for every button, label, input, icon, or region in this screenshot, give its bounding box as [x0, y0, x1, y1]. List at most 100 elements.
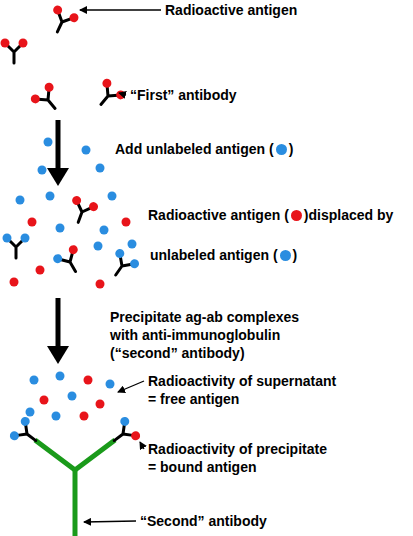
antigen-dot — [128, 258, 141, 271]
antibody — [45, 4, 80, 38]
antigen-dot — [82, 146, 91, 155]
label-text: ) — [293, 247, 298, 263]
label-line: “First” antibody — [130, 86, 237, 104]
antibody — [8, 415, 44, 451]
antigen-dot — [36, 266, 45, 275]
antigen-dot — [19, 415, 32, 428]
antigen-dot — [44, 138, 53, 147]
label-text: “First” antibody — [130, 87, 237, 103]
label-line: Radioactivity of supernatant = free anti… — [148, 372, 342, 408]
antigen-dot — [108, 192, 117, 201]
label-line: Radioactivity of precipitate = bound ant… — [148, 440, 333, 476]
antigen-dot — [30, 376, 39, 385]
antigen-dot — [88, 201, 100, 213]
label-text: )displaced by — [304, 207, 393, 223]
antibody — [91, 77, 127, 113]
antigen-dot — [67, 244, 79, 256]
antigen-dot — [80, 412, 89, 421]
label-line: unlabeled antigen () — [150, 246, 297, 264]
antibody-shape — [96, 86, 118, 109]
antigen-dot — [40, 396, 49, 405]
antigen-dot — [291, 210, 302, 221]
antigen-dot — [96, 164, 105, 173]
antigen-dot — [3, 234, 12, 243]
antigen-dot — [122, 218, 131, 227]
antibody — [106, 415, 142, 451]
antigen-dot — [19, 39, 28, 48]
label-text: ) — [289, 141, 294, 157]
antigen-dot — [96, 400, 105, 409]
antibody-shape — [60, 252, 81, 275]
antibody — [1, 39, 28, 64]
antigen-dot — [38, 166, 47, 175]
antibody — [66, 195, 100, 227]
step-arrow — [56, 120, 61, 170]
antigen-dot — [16, 196, 25, 205]
antigen-dot — [1, 39, 10, 48]
antigen-dot — [84, 376, 93, 385]
antibody — [52, 244, 88, 279]
label-text: Radioactive antigen ( — [148, 207, 289, 223]
antibody — [3, 234, 30, 259]
antigen-dot — [106, 380, 115, 389]
label-line: Radioactive antigen ( )displaced by — [148, 206, 393, 224]
second-antibody-arms — [35, 440, 115, 470]
antibody — [29, 81, 65, 117]
antigen-dot — [52, 4, 64, 16]
label-text: Radioactivity of supernatant = free anti… — [148, 373, 336, 407]
leader-arrow — [140, 442, 144, 449]
antigen-dot — [68, 392, 77, 401]
antigen-dot — [118, 415, 131, 428]
antigen-dot — [68, 12, 80, 24]
antibody-shape — [38, 90, 60, 113]
antigen-dot — [26, 408, 35, 417]
leader-arrow — [84, 521, 136, 522]
step-arrowhead — [47, 346, 69, 364]
antigen-dot — [52, 412, 61, 421]
label-line: Radioactive antigen — [165, 1, 297, 19]
antigen-dot — [56, 224, 65, 233]
antigen-dot — [280, 250, 291, 261]
antibody-shape — [17, 424, 40, 446]
label-line: Precipitate ag-ab complexes with anti-im… — [110, 308, 310, 362]
leader-arrow — [119, 93, 126, 95]
label-text: Add unlabeled antigen ( — [115, 141, 274, 157]
antigen-dot — [52, 253, 64, 265]
antigen-dot — [28, 218, 37, 227]
antigen-dot — [46, 192, 55, 201]
antigen-dot — [29, 93, 42, 106]
step-arrow — [56, 298, 61, 348]
antigen-dot — [100, 226, 109, 235]
label-line: Add unlabeled antigen () — [115, 140, 293, 158]
antibody-shape — [110, 256, 132, 279]
second-antibody-stem — [73, 470, 78, 536]
label-text: Radioactivity of precipitate = bound ant… — [148, 441, 327, 475]
label-text: “Second” antibody — [140, 513, 267, 529]
label-line: “Second” antibody — [140, 512, 267, 530]
step-arrowhead — [47, 168, 69, 186]
antigen-dot — [21, 234, 30, 243]
antigen-dot — [276, 144, 287, 155]
antigen-dot — [96, 280, 105, 289]
label-text: Precipitate ag-ab complexes with anti-im… — [110, 309, 299, 361]
antibody-shape — [110, 424, 133, 446]
antibody — [105, 247, 141, 283]
antibody-shape — [7, 45, 21, 63]
antigen-dot — [128, 240, 137, 249]
label-text: unlabeled antigen ( — [150, 247, 278, 263]
antigen-dot — [94, 242, 103, 251]
antigen-dot — [114, 89, 127, 102]
antigen-dot — [8, 429, 21, 442]
antigen-dot — [43, 81, 56, 94]
leader-arrow — [118, 381, 144, 392]
antigen-dot — [56, 372, 65, 381]
antigen-dot — [101, 77, 114, 90]
antigen-dot — [114, 247, 127, 260]
antigen-dot — [129, 429, 142, 442]
antibody-shape — [9, 240, 23, 258]
leader-arrow — [80, 9, 161, 10]
antibody-shape — [51, 13, 71, 35]
label-text: Radioactive antigen — [165, 2, 297, 18]
antibody-shape — [72, 203, 91, 225]
antigen-dot — [71, 195, 83, 207]
